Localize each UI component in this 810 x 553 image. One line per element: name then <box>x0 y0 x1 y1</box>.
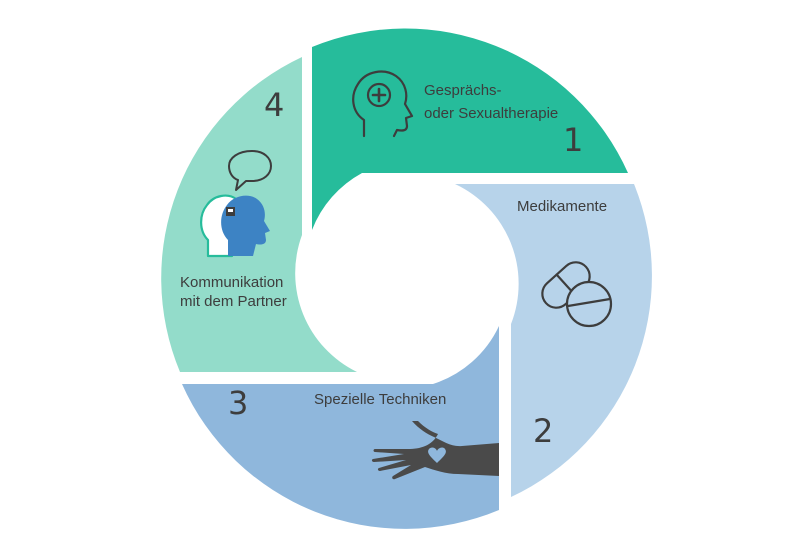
segment-4-number: 4 <box>264 86 284 124</box>
segment-3: 3 Spezielle Techniken <box>182 326 499 529</box>
segment-1-label-line2: oder Sexualtherapie <box>424 105 558 122</box>
segment-2-shape <box>455 184 652 497</box>
segment-1-label-line1: Gesprächs- <box>424 82 502 99</box>
segment-3-shape <box>182 326 499 529</box>
segment-1: Gesprächs- oder Sexualtherapie 1 <box>312 28 628 231</box>
segment-4: 4 Kommunikation mit dem Partner <box>161 57 357 372</box>
segment-2-number: 2 <box>533 412 553 450</box>
segment-3-number: 3 <box>228 384 248 422</box>
heads-speech-bubble-icon <box>200 150 272 258</box>
pills-icon <box>541 261 613 328</box>
segment-3-label: Spezielle Techniken <box>314 391 446 408</box>
segment-1-number: 1 <box>563 121 583 159</box>
segment-4-label-line1: Kommunikation <box>180 274 283 291</box>
hand-heart-icon <box>371 421 499 480</box>
segment-2: Medikamente 2 <box>455 184 652 497</box>
head-medical-cross-icon <box>352 70 414 138</box>
segment-4-label-line2: mit dem Partner <box>180 293 287 310</box>
segment-1-shape <box>312 28 628 231</box>
segment-2-label: Medikamente <box>517 198 607 215</box>
